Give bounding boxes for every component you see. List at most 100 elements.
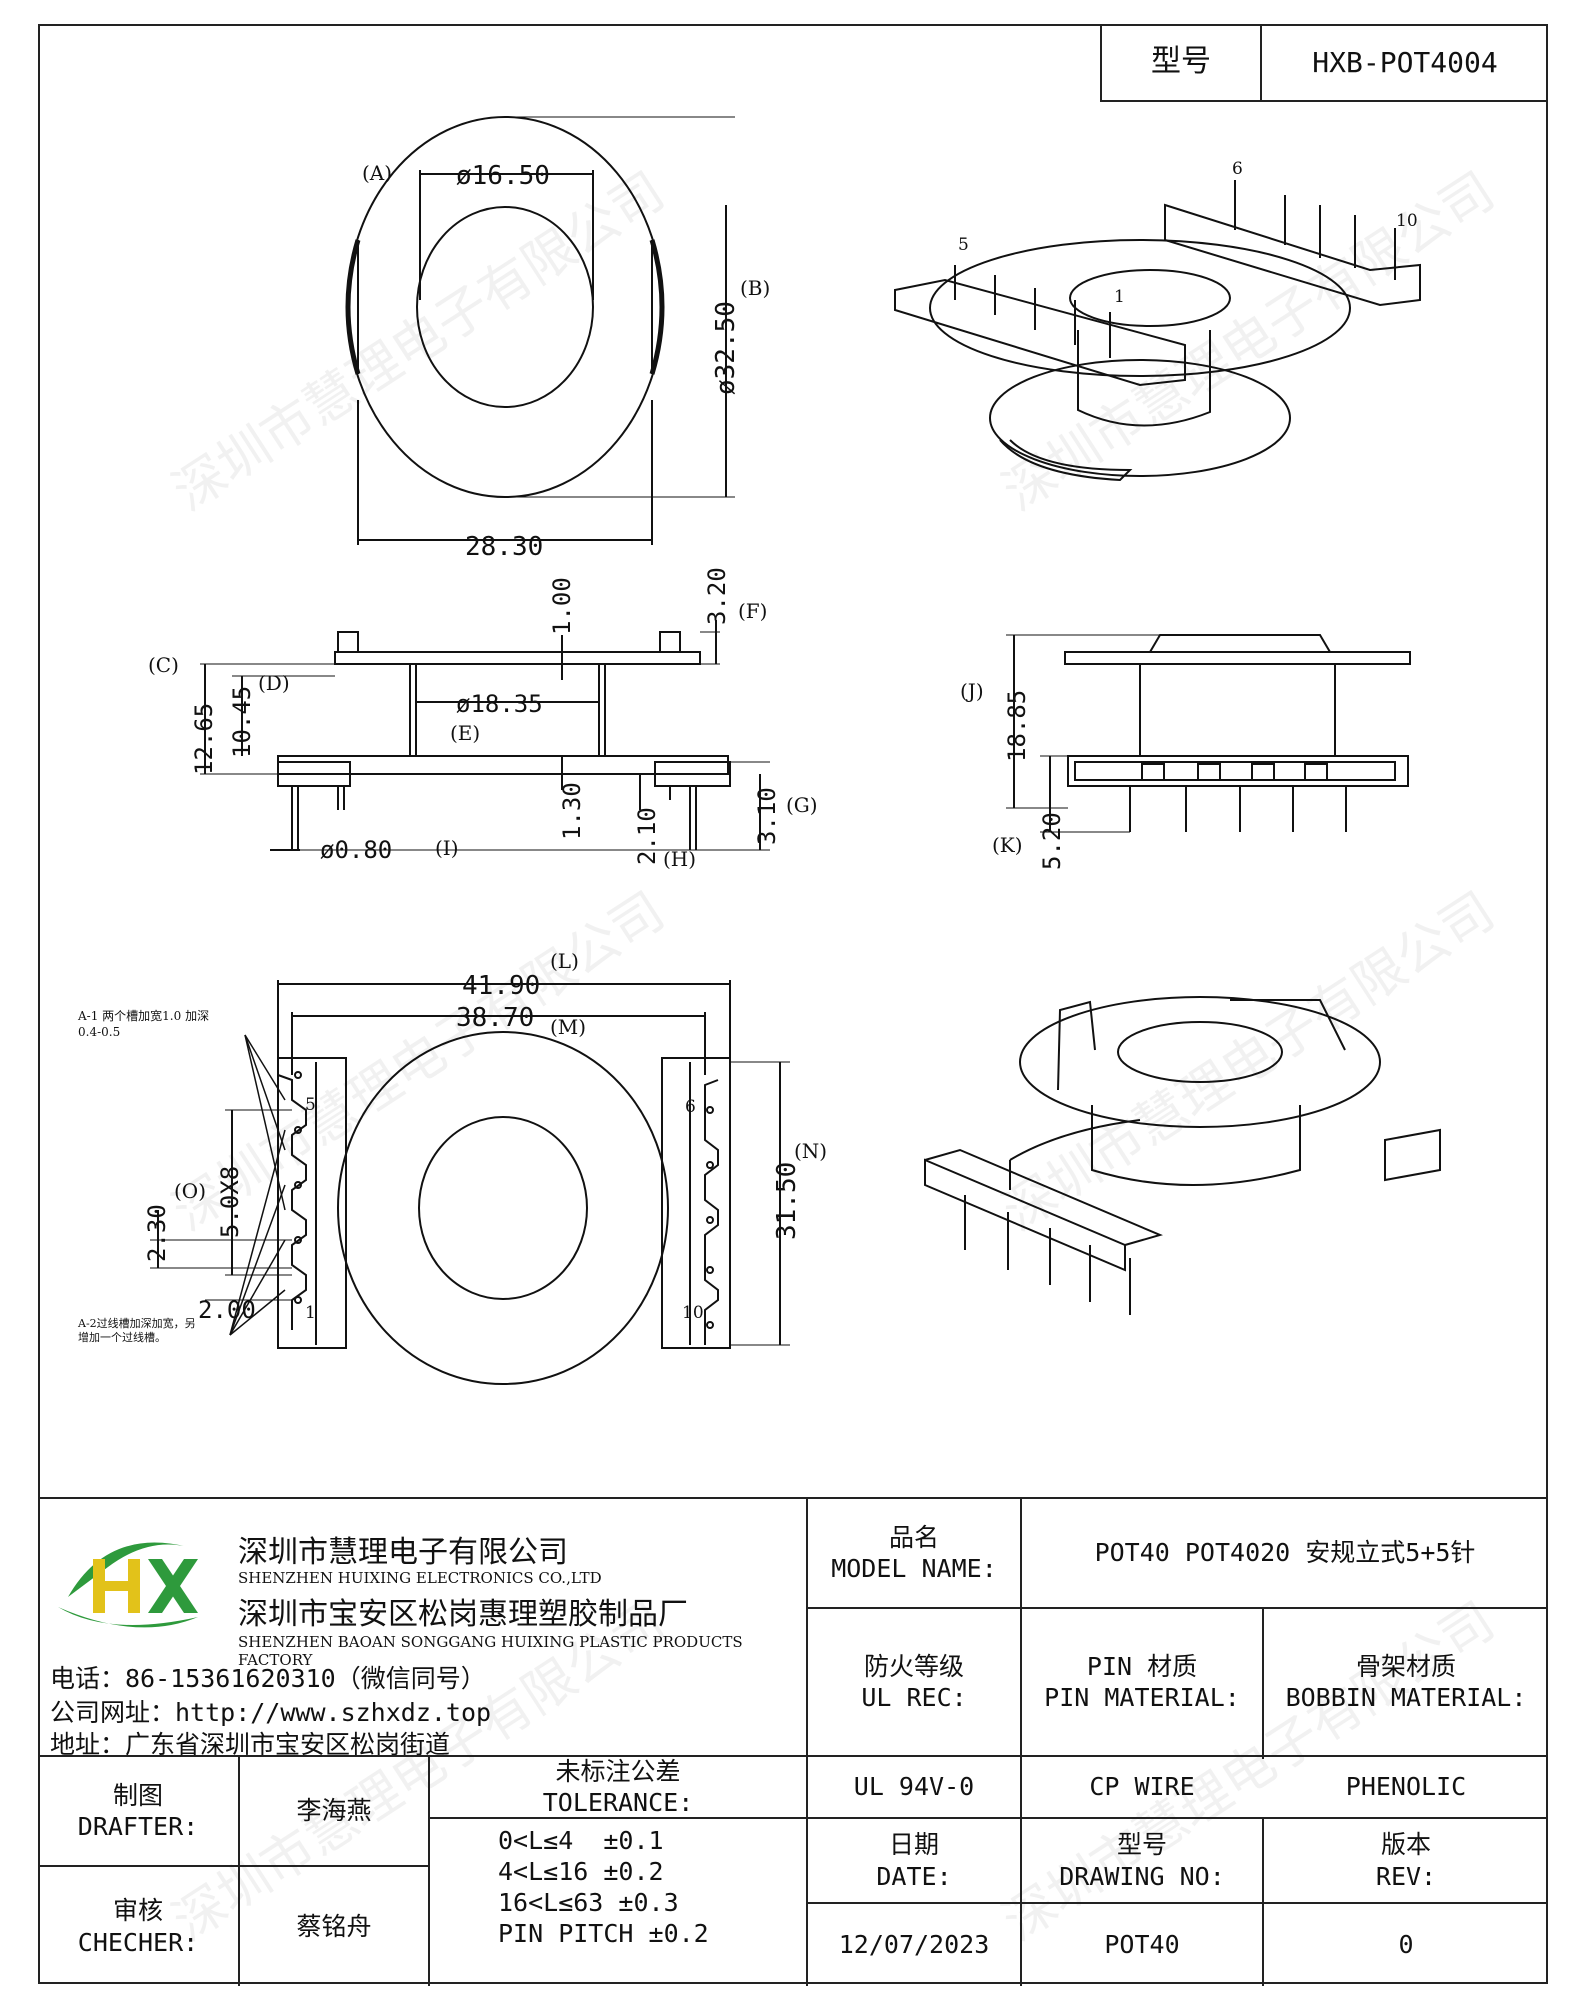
dim-top-width: 28.30: [465, 532, 543, 562]
top-view: [345, 116, 735, 545]
label-h: (H): [663, 847, 696, 871]
title-block: HX 深圳市慧理电子有限公司 SHENZHEN HUIXING ELECTRON…: [38, 1497, 1548, 1986]
model-name-cn: 品名: [888, 1522, 939, 1552]
company-info: HX 深圳市慧理电子有限公司 SHENZHEN HUIXING ELECTRON…: [38, 1499, 808, 1759]
grid-h-4: [806, 1902, 1548, 1904]
dim-100: 1.00: [548, 577, 576, 635]
isometric-view-top: [894, 180, 1421, 482]
model-name-label: 品名 MODEL NAME:: [808, 1499, 1020, 1607]
bobbin-material-cn: 骨架材质: [1355, 1651, 1456, 1681]
tolerance-cn: 未标注公差: [555, 1756, 681, 1786]
dim-130: 1.30: [558, 782, 586, 840]
label-d: (D): [258, 671, 290, 695]
company-website: 公司网址：http://www.szhxdz.top: [50, 1698, 492, 1727]
date-value: 12/07/2023: [838, 1930, 990, 1960]
drawing-no-cn: 型号: [1116, 1830, 1167, 1860]
tolerance-line: 0<L≤4 ±0.1: [498, 1826, 664, 1855]
drawing-no-value: POT40: [1104, 1930, 1180, 1960]
factory-name-en: SHENZHEN BAOAN SONGGANG HUIXING PLASTIC …: [238, 1633, 743, 1669]
checker-label: 审核 CHECHER:: [38, 1867, 238, 1986]
tolerance-label: 未标注公差 TOLERANCE:: [430, 1757, 806, 1817]
pin-label: 10: [682, 1303, 704, 1323]
tolerance-line: 4<L≤16 ±0.2: [498, 1857, 664, 1886]
company-phone: 电话：86-15361620310（微信同号）: [50, 1664, 486, 1693]
drafter-en: DRAFTER:: [77, 1812, 199, 1841]
pin-material-value: CP WIRE: [1089, 1772, 1195, 1802]
dim-520: 5.20: [1038, 812, 1066, 870]
dim-3150: 31.50: [772, 1162, 802, 1240]
technical-drawings: ø16.50 28.30 ø32.50 (A) (B) 1.00 3.20 12…: [77, 116, 1441, 1385]
dim-5x8: 5.0X8: [216, 1166, 244, 1238]
date-cn: 日期: [888, 1830, 939, 1860]
pin-label: 1: [1114, 287, 1125, 307]
dim-080: ø0.80: [320, 836, 392, 864]
label-b: (B): [740, 276, 770, 300]
fire-rating-value: UL 94V-0: [853, 1772, 975, 1802]
drafter-name: 李海燕: [296, 1796, 372, 1826]
dim-310: 3.10: [753, 787, 781, 845]
company-address: 地址：广东省深圳市宝安区松岗街道: [50, 1730, 451, 1759]
side-view: [1006, 634, 1411, 833]
note-a2-cont: 增加一个过线槽。: [78, 1330, 166, 1344]
front-view: [200, 620, 770, 851]
label-l: (L): [550, 949, 579, 973]
dim-4190: 41.90: [462, 971, 540, 1001]
pin-label: 6: [685, 1097, 696, 1117]
pin-material-cn: PIN 材质: [1086, 1651, 1198, 1681]
label-c: (C): [148, 653, 179, 677]
company-logo: HX: [48, 1517, 198, 1628]
grid-h-2: [38, 1755, 1548, 1757]
bobbin-material-en: BOBBIN MATERIAL:: [1285, 1683, 1527, 1712]
logo-text: HX: [48, 1517, 50, 1518]
tolerance-line: PIN PITCH ±0.2: [498, 1919, 709, 1948]
grid-h-5: [38, 1865, 428, 1867]
label-f: (F): [738, 599, 767, 623]
rev-value: 0: [1398, 1930, 1414, 1960]
pin-label: 10: [1396, 211, 1418, 231]
grid-v-3: [1262, 1609, 1264, 1759]
drawing-no-en: DRAWING NO:: [1059, 1861, 1225, 1891]
checker-cn: 审核: [112, 1896, 163, 1926]
fire-rating-cn: 防火等级: [863, 1651, 964, 1681]
label-a: (A): [362, 161, 392, 185]
grid-v-6: [428, 1755, 430, 1986]
dim-3870: 38.70: [456, 1003, 534, 1033]
dim-1045: 10.45: [228, 686, 256, 758]
date-label: 日期 DATE:: [808, 1819, 1020, 1902]
model-name-value: POT40 POT4020 安规立式5+5针: [1094, 1538, 1476, 1568]
company-name-en: SHENZHEN HUIXING ELECTRONICS CO.,LTD: [238, 1569, 602, 1587]
dim-1835: ø18.35: [456, 690, 543, 718]
pin-label: 6: [1232, 159, 1243, 179]
grid-v-1: [806, 1499, 808, 1986]
note-a1-cont: 0.4-0.5: [78, 1025, 120, 1039]
tolerance-list: 0<L≤4 ±0.1 4<L≤16 ±0.2 16<L≤63 ±0.3 PIN …: [498, 1825, 709, 1949]
tolerance-en: TOLERANCE:: [542, 1788, 694, 1817]
pin-label: 1: [305, 1303, 316, 1323]
rev-en: REV:: [1375, 1861, 1437, 1891]
label-m: (M): [550, 1015, 586, 1039]
fire-rating-label: 防火等级 UL REC:: [808, 1609, 1020, 1755]
header-model-label: 型号: [1102, 24, 1262, 100]
dim-top-height: ø32.50: [711, 301, 741, 395]
header-model-value: HXB-POT4004: [1312, 45, 1498, 79]
dim-top-dia: ø16.50: [456, 161, 550, 191]
model-name-en: MODEL NAME:: [831, 1554, 997, 1583]
drawing-frame: [38, 24, 1548, 1984]
note-a2: A-2过线槽加深加宽，另: [77, 1316, 196, 1330]
label-k: (K): [992, 833, 1023, 857]
dim-1265: 12.65: [190, 703, 218, 775]
bottom-view: [150, 980, 790, 1385]
drafter-label: 制图 DRAFTER:: [38, 1757, 238, 1865]
dim-200: 2.00: [198, 1296, 256, 1324]
grid-h-1: [806, 1607, 1548, 1609]
dim-320: 3.20: [703, 567, 731, 625]
label-g: (G): [786, 793, 818, 817]
grid-h-6: [428, 1817, 806, 1819]
label-n: (N): [794, 1139, 827, 1163]
checker-en: CHECHER:: [77, 1927, 199, 1957]
dim-210: 2.10: [633, 807, 661, 865]
drawing-no-label: 型号 DRAWING NO:: [1022, 1819, 1262, 1902]
date-en: DATE:: [876, 1861, 952, 1891]
label-o: (O): [174, 1179, 206, 1203]
grid-v-5: [238, 1755, 240, 1986]
